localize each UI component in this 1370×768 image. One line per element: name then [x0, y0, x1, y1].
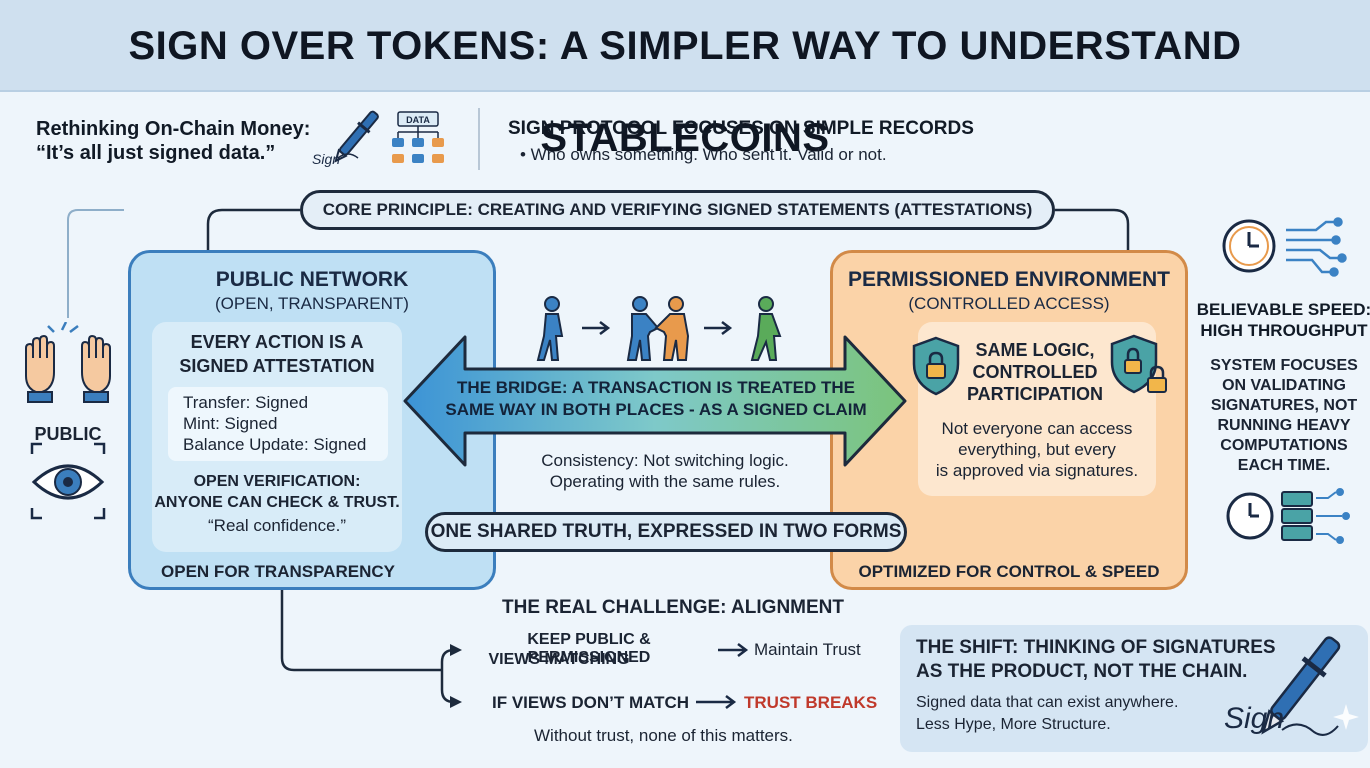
shift-heading-2: AS THE PRODUCT, NOT THE CHAIN. — [916, 661, 1248, 682]
speed-heading-2: HIGH THROUGHPUT — [1200, 321, 1368, 340]
trust-breaks-label: TRUST BREAKS — [744, 693, 878, 712]
speed-body-6: EACH TIME. — [1237, 457, 1331, 474]
pen-sign-icon: Sign — [312, 110, 379, 167]
list-item: Mint: Signed — [183, 414, 278, 433]
people-handoff-illustration — [536, 296, 782, 361]
public-panel-footer: OPEN FOR TRANSPARENCY — [161, 562, 395, 581]
shared-truth-pill: ONE SHARED TRUTH, EXPRESSED IN TWO FORMS — [425, 512, 907, 552]
perm-desc-1: Not everyone can access — [941, 419, 1133, 438]
clock-icon — [1222, 219, 1276, 273]
sign-word: Sign — [1224, 702, 1284, 735]
list-item: Balance Update: Signed — [183, 435, 367, 454]
public-hands-eye-illustration — [25, 322, 111, 520]
clock-server-illustration — [1226, 488, 1350, 544]
real-confidence-quote: “Real confidence.” — [208, 516, 346, 535]
page-title: SIGN OVER TOKENS: A SIMPLER WAY TO UNDER… — [128, 24, 1242, 160]
intro-quote: “It’s all just signed data.” — [36, 142, 276, 164]
speed-body-3: SIGNATURES, NOT — [1210, 397, 1358, 414]
arrow-right-icon — [718, 643, 749, 657]
alignment-row1-line1: KEEP PUBLIC & PERMISSIONED — [527, 631, 651, 666]
consistency-line-2: Operating with the same rules. — [549, 472, 781, 491]
shift-heading-1: THE SHIFT: THINKING OF SIGNATURES — [916, 637, 1276, 658]
maintain-trust-label: Maintain Trust — [754, 640, 861, 659]
intro-heading: Rethinking On-Chain Money: — [36, 118, 311, 140]
arrow-right-icon — [582, 321, 611, 335]
perm-panel-title: PERMISSIONED ENVIRONMENT — [847, 268, 1171, 291]
clock-icon — [1226, 492, 1274, 540]
sign-protocol-bullet: • Who owns something. Who sent it. Valid… — [520, 145, 887, 164]
circuit-lines-icon — [1286, 217, 1347, 277]
speed-heading-1: BELIEVABLE SPEED: — [1196, 300, 1370, 319]
consistency-line-1: Consistency: Not switching logic. — [541, 451, 789, 470]
handshake-people-icon — [626, 296, 690, 361]
arrow-right-icon — [704, 321, 733, 335]
arrow-right-icon — [696, 695, 737, 709]
raised-hands-icon — [25, 322, 111, 403]
attestation-list — [168, 387, 388, 461]
alignment-row2-label: IF VIEWS DON’T MATCH — [492, 693, 690, 712]
server-stack-icon — [1281, 491, 1313, 541]
bridge-line-2: SAME WAY IN BOTH PLACES - AS A SIGNED CL… — [445, 400, 867, 419]
eye-icon — [30, 442, 106, 520]
alignment-row1-line2: VIEWS MATCHING — [488, 651, 630, 668]
title-band: SIGN OVER TOKENS: A SIMPLER WAY TO UNDER… — [0, 0, 1370, 160]
person-walking-icon — [750, 296, 782, 361]
bridge-double-arrow — [403, 335, 907, 467]
shift-body-1: Signed data that can exist anywhere. — [916, 694, 1179, 711]
public-panel-subtitle: (OPEN, TRANSPARENT) — [215, 294, 409, 313]
data-tree-icon: DATA — [392, 111, 444, 163]
alignment-footer: Without trust, none of this matters. — [534, 726, 793, 745]
core-principle-pill: CORE PRINCIPLE: CREATING AND VERIFYING S… — [300, 190, 1055, 230]
bridge-line-1: THE BRIDGE: A TRANSACTION IS TREATED THE — [457, 378, 855, 397]
speed-clock-circuit-illustration — [1222, 217, 1347, 277]
perm-panel-subtitle: (CONTROLLED ACCESS) — [908, 294, 1110, 313]
perm-desc-3: is approved via signatures. — [935, 461, 1139, 480]
sign-protocol-heading: SIGN PROTOCOL FOCUSES ON SIMPLE RECORDS — [508, 118, 974, 139]
person-walking-icon — [536, 296, 564, 361]
public-inner-heading-1: EVERY ACTION IS A — [190, 332, 364, 352]
public-panel-title: PUBLIC NETWORK — [215, 268, 409, 291]
speed-body-4: RUNNING HEAVY — [1217, 417, 1351, 434]
shield-lock-icon — [1110, 334, 1167, 394]
public-inner-heading-2: SIGNED ATTESTATION — [179, 356, 375, 376]
speed-body-1: SYSTEM FOCUSES — [1210, 357, 1358, 374]
perm-panel-footer: OPTIMIZED FOR CONTROL & SPEED — [858, 562, 1160, 581]
open-verification-heading: OPEN VERIFICATION: — [193, 473, 361, 490]
public-side-label: PUBLIC — [34, 424, 102, 444]
intro-divider — [478, 108, 480, 170]
perm-inner-heading-3: PARTICIPATION — [967, 384, 1103, 404]
shield-lock-icon — [912, 336, 960, 396]
open-verification-text: ANYONE CAN CHECK & TRUST. — [154, 494, 400, 511]
shift-body-2: Less Hype, More Structure. — [916, 716, 1111, 733]
svg-text:DATA: DATA — [406, 115, 430, 125]
speed-body-2: ON VALIDATING — [1222, 377, 1346, 394]
speed-body-5: COMPUTATIONS — [1220, 437, 1348, 454]
perm-inner-heading-2: CONTROLLED — [972, 362, 1098, 382]
alignment-heading: THE REAL CHALLENGE: ALIGNMENT — [502, 597, 844, 618]
perm-inner-heading-1: SAME LOGIC, — [975, 340, 1095, 360]
signing-pen-icon: Sign — [1224, 636, 1359, 736]
list-item: Transfer: Signed — [183, 393, 309, 412]
circuit-lines-icon — [1316, 488, 1350, 544]
perm-desc-2: everything, but every — [958, 440, 1116, 459]
sign-word: Sign — [312, 151, 340, 167]
